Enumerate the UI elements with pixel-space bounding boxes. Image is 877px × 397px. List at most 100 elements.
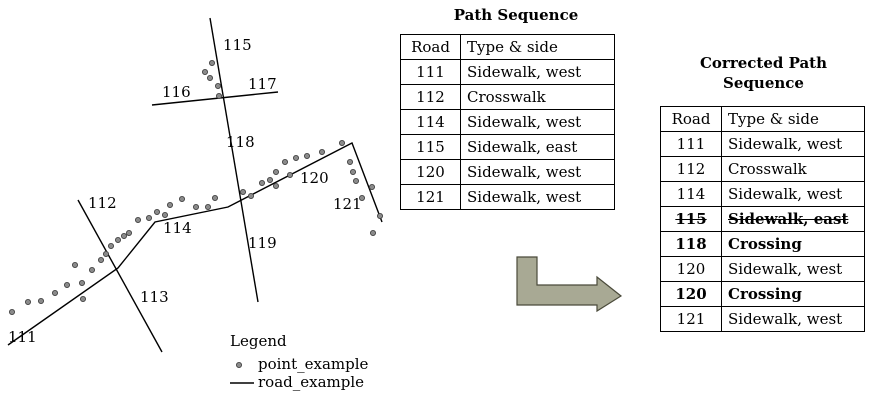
table-header-row: Road Type & side [400, 34, 615, 60]
row-type: Sidewalk, west [460, 184, 615, 210]
legend-point-label: point_example [258, 355, 369, 373]
row-type: Sidewalk, west [721, 131, 865, 157]
row-road: 120 [400, 159, 461, 185]
gps-point [281, 158, 288, 165]
gps-point [292, 154, 299, 161]
table-row-added: 118 Crossing [660, 231, 865, 257]
gps-point [121, 232, 128, 239]
gps-point [38, 297, 45, 304]
row-type: Crosswalk [721, 156, 865, 182]
road-label-117: 117 [248, 75, 277, 93]
row-road: 118 [660, 231, 722, 257]
path-sequence-table: Road Type & side 111 Sidewalk, west 112 … [400, 34, 615, 210]
gps-point [166, 201, 173, 208]
gps-point [272, 168, 279, 175]
gps-point [338, 139, 345, 146]
gps-point [208, 60, 215, 67]
gps-point [358, 194, 365, 201]
corrected-title-line2: Sequence [723, 74, 804, 92]
road-label-116: 116 [162, 83, 191, 101]
row-type: Sidewalk, west [721, 256, 865, 282]
gps-point [214, 83, 221, 90]
table-row: 121 Sidewalk, west [660, 306, 865, 332]
row-road: 112 [660, 156, 722, 182]
road-label-112: 112 [88, 194, 117, 212]
gps-point [153, 208, 160, 215]
road-label-118: 118 [226, 133, 255, 151]
legend: Legend point_example road_example [230, 332, 369, 391]
table-header-row: Road Type & side [660, 106, 865, 132]
gps-point [89, 266, 96, 273]
right-arrow-icon [516, 256, 623, 313]
gps-point [79, 279, 86, 286]
row-road: 115 [400, 134, 461, 160]
table-row: 115 Sidewalk, east [400, 134, 615, 160]
row-road: 121 [660, 306, 722, 332]
gps-point [161, 211, 168, 218]
gps-point [352, 177, 359, 184]
road-112-113 [77, 199, 163, 353]
gps-point [369, 229, 376, 236]
table-row: 111 Sidewalk, west [660, 131, 865, 157]
gps-point [134, 216, 141, 223]
row-road: 120 [660, 256, 722, 282]
gps-point [192, 203, 199, 210]
road-map: 111 112 113 114 115 116 117 118 119 120 … [7, 17, 383, 391]
gps-point [258, 179, 265, 186]
corrected-title-line1: Corrected Path [699, 54, 828, 72]
road-label-119: 119 [248, 234, 277, 252]
gps-point [98, 256, 105, 263]
roads [7, 17, 383, 353]
table-row: 120 Sidewalk, west [660, 256, 865, 282]
table-row: 111 Sidewalk, west [400, 59, 615, 85]
gps-point [215, 93, 222, 100]
gps-point [272, 182, 279, 189]
row-type: Sidewalk, west [721, 181, 865, 207]
gps-point [72, 261, 79, 268]
row-road: 121 [400, 184, 461, 210]
row-type: Sidewalk, west [460, 159, 615, 185]
gps-point [346, 158, 353, 165]
arrow-shape [516, 256, 623, 313]
road-label-120: 120 [300, 169, 329, 187]
table-row: 114 Sidewalk, west [400, 109, 615, 135]
gps-point [368, 183, 375, 190]
gps-point [8, 308, 15, 315]
gps-point [126, 229, 133, 236]
gps-point [286, 171, 293, 178]
row-road: 111 [400, 59, 461, 85]
table-row-added: 120 Crossing [660, 281, 865, 307]
gps-point [247, 192, 254, 199]
legend-point-symbol [235, 361, 242, 368]
gps-point [376, 212, 383, 219]
row-road: 114 [400, 109, 461, 135]
gps-point [211, 194, 218, 201]
gps-point [266, 176, 273, 183]
gps-point [24, 298, 31, 305]
row-road: 115 [660, 206, 722, 232]
gps-point [115, 236, 122, 243]
gps-point [239, 188, 246, 195]
row-type: Sidewalk, east [460, 134, 615, 160]
table-row-removed: 115 Sidewalk, east [660, 206, 865, 232]
gps-point [52, 289, 59, 296]
corrected-sequence-table: Road Type & side 111 Sidewalk, west 112 … [660, 106, 865, 332]
gps-points [8, 60, 383, 315]
row-type: Sidewalk, west [460, 59, 615, 85]
road-label-121: 121 [333, 195, 362, 213]
road-116-117 [151, 91, 279, 106]
gps-point [201, 69, 208, 76]
row-type: Crossing [721, 231, 865, 257]
legend-title: Legend [230, 332, 287, 350]
road-115-117-118-119 [209, 17, 259, 303]
header-road: Road [400, 34, 461, 60]
legend-road-label: road_example [258, 373, 364, 391]
header-road: Road [660, 106, 722, 132]
row-road: 120 [660, 281, 722, 307]
gps-point [108, 242, 115, 249]
header-type-side: Type & side [460, 34, 615, 60]
table-row: 114 Sidewalk, west [660, 181, 865, 207]
road-labels: 111 112 113 114 115 116 117 118 119 120 … [8, 36, 362, 346]
road-label-115: 115 [223, 36, 252, 54]
row-road: 114 [660, 181, 722, 207]
